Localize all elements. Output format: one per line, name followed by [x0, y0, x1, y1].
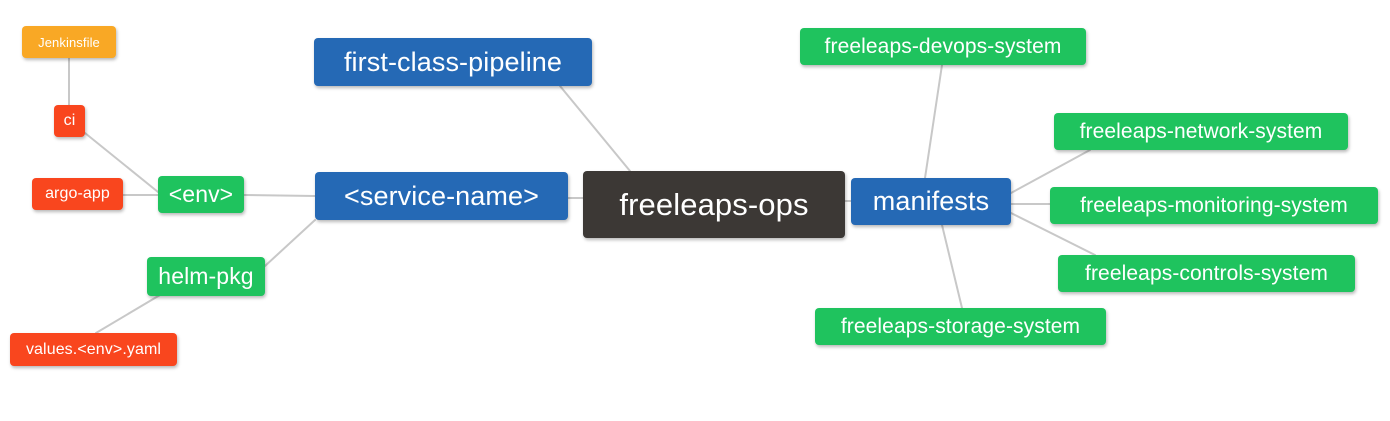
node-devops-system[interactable]: freeleaps-devops-system: [800, 28, 1086, 65]
node-controls-system[interactable]: freeleaps-controls-system: [1058, 255, 1355, 292]
node-ci[interactable]: ci: [54, 105, 85, 137]
node-manifests[interactable]: manifests: [851, 178, 1011, 225]
node-helm-pkg[interactable]: helm-pkg: [147, 257, 265, 296]
node-network-system[interactable]: freeleaps-network-system: [1054, 113, 1348, 150]
node-values-yaml[interactable]: values.<env>.yaml: [10, 333, 177, 366]
edge-service-name-to-helm-pkg: [264, 219, 316, 267]
edge-manifests-to-devops-system: [924, 64, 943, 179]
node-storage-system[interactable]: freeleaps-storage-system: [815, 308, 1106, 345]
node-env[interactable]: <env>: [158, 176, 244, 213]
edge-manifests-to-storage-system: [941, 224, 963, 309]
edge-first-class-to-freeleaps-ops: [559, 85, 631, 172]
node-freeleaps-ops[interactable]: freeleaps-ops: [583, 171, 845, 238]
edge-helm-pkg-to-values-yaml: [95, 294, 161, 334]
node-jenkinsfile[interactable]: Jenkinsfile: [22, 26, 116, 58]
edge-env-to-service-name: [243, 194, 316, 197]
node-monitoring-system[interactable]: freeleaps-monitoring-system: [1050, 187, 1378, 224]
node-service-name[interactable]: <service-name>: [315, 172, 568, 220]
node-argo-app[interactable]: argo-app: [32, 178, 123, 210]
node-first-class[interactable]: first-class-pipeline: [314, 38, 592, 86]
